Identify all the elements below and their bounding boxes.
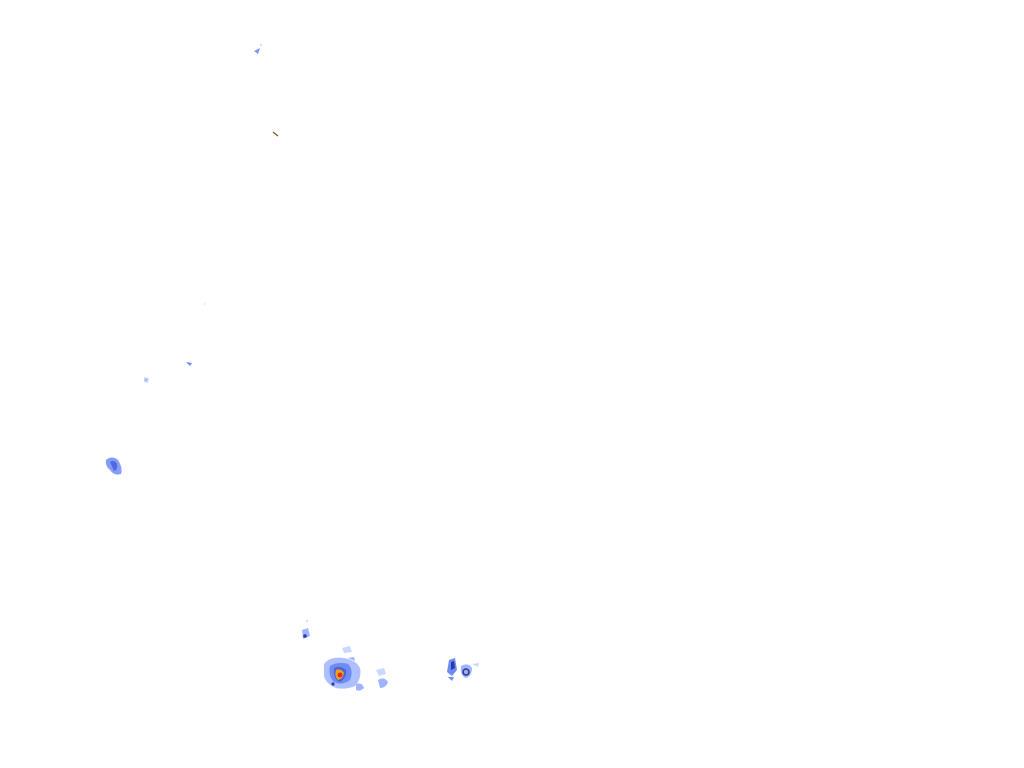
- radar-cell-south-east-cluster: [447, 658, 479, 681]
- radar-cell-north-trace: [272, 131, 279, 137]
- radar-cell-south-small: [302, 620, 310, 639]
- radar-cell-faint-dot: [204, 303, 206, 305]
- radar-cell-north-speck: [254, 44, 262, 54]
- radar-cell-south-main-cluster: [324, 646, 388, 691]
- radar-cell-west-patch: [105, 457, 122, 475]
- radar-cell-west-speck-2: [186, 362, 192, 366]
- radar-cell-west-speck-1: [144, 377, 149, 383]
